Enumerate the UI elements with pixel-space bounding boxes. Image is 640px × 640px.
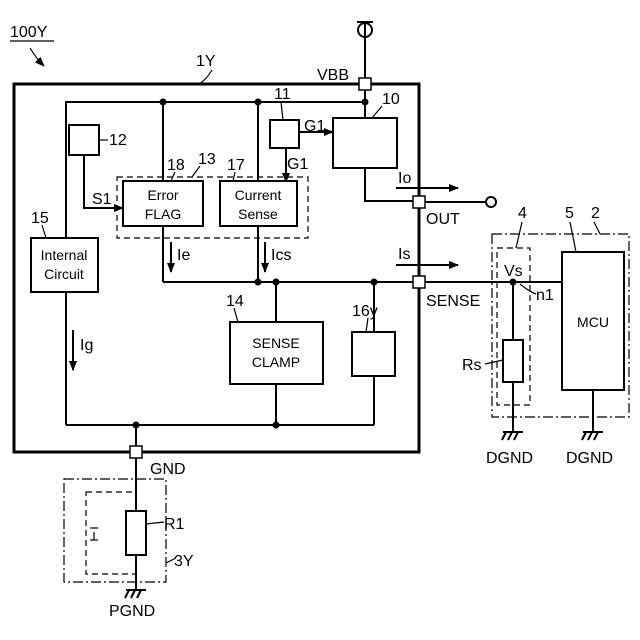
svg-text:14: 14 — [226, 293, 244, 310]
out-pin — [413, 196, 425, 208]
ig-current-arrow: Ig — [73, 330, 93, 370]
internal-circuit-line2: Circuit — [44, 266, 84, 282]
controller-ref: 12 — [100, 132, 127, 149]
dgnd-label-1: DGND — [486, 450, 533, 467]
controller-block — [69, 125, 99, 155]
dgnd-ground-symbol-2 — [582, 432, 603, 440]
node-n1-label: n1 — [520, 284, 554, 304]
svg-text:4: 4 — [518, 205, 527, 222]
svg-text:5: 5 — [565, 205, 574, 222]
r1-resistor — [126, 511, 146, 555]
svg-text:n1: n1 — [536, 287, 554, 304]
block-16y — [352, 332, 395, 376]
io-current-arrow: Io — [396, 170, 458, 188]
svg-text:R1: R1 — [164, 516, 185, 533]
gate-signal-label-1: G1 — [304, 118, 325, 135]
controller-signal-label: S1 — [92, 191, 112, 208]
svg-text:10: 10 — [382, 91, 400, 108]
current-sense-line1: Current — [235, 187, 282, 203]
svg-text:Ics: Ics — [271, 247, 291, 264]
mcu-ref: 5 — [565, 205, 576, 252]
out-pin-label: OUT — [426, 211, 460, 228]
ie-current-arrow: Ie — [171, 242, 190, 272]
svg-text:13: 13 — [198, 151, 216, 168]
ics-current-arrow: Ics — [265, 242, 291, 272]
svg-text:12: 12 — [109, 132, 127, 149]
sense-pin — [413, 276, 425, 288]
is-current-arrow: Is — [396, 246, 458, 265]
pgnd-ground-symbol — [125, 590, 146, 598]
r1-label: R1 — [146, 516, 185, 533]
error-flag-line1: Error — [147, 187, 178, 203]
figure-label-text: 100Y — [10, 24, 48, 41]
svg-text:Ig: Ig — [80, 337, 93, 354]
sense-pin-label: SENSE — [426, 293, 480, 310]
svg-text:18: 18 — [167, 157, 185, 174]
internal-circuit-line1: Internal — [41, 247, 88, 263]
svg-text:11: 11 — [274, 86, 291, 103]
supply-symbol — [357, 22, 373, 78]
error-flag-line2: FLAG — [145, 206, 182, 222]
svg-text:Ie: Ie — [177, 247, 190, 264]
ground-network-ref: 3Y — [166, 553, 194, 570]
vs-label: Vs — [504, 263, 523, 280]
gate-signal-label-2: G1 — [287, 156, 308, 173]
dgnd-label-2: DGND — [566, 450, 613, 467]
svg-text:Io: Io — [398, 170, 411, 187]
svg-text:2: 2 — [591, 205, 600, 222]
sense-network-ref: 4 — [516, 205, 527, 248]
sense-clamp-block — [230, 322, 323, 384]
svg-text:3Y: 3Y — [174, 553, 194, 570]
sense-clamp-line1: SENSE — [252, 335, 299, 351]
internal-circuit-ref: 15 — [31, 210, 49, 238]
mcu-label: MCU — [577, 314, 609, 330]
chip-ref-label: 1Y — [196, 53, 216, 84]
svg-text:17: 17 — [227, 157, 245, 174]
gnd-pin-label: GND — [150, 461, 186, 478]
power-transistor-ref: 10 — [372, 91, 400, 118]
svg-text:Is: Is — [398, 246, 410, 263]
svg-text:16y: 16y — [352, 303, 378, 320]
sense-clamp-ref: 14 — [226, 293, 244, 322]
vbb-pin-label: VBB — [317, 67, 349, 84]
figure-label: 100Y — [10, 24, 54, 66]
external-module-ref: 2 — [591, 205, 600, 234]
sense-clamp-line2: CLAMP — [252, 354, 300, 370]
svg-text:1Y: 1Y — [196, 53, 216, 70]
dgnd-ground-symbol-1 — [502, 432, 523, 440]
out-external-line — [425, 197, 496, 207]
power-transistor-block — [333, 118, 397, 168]
rs-resistor — [503, 340, 523, 382]
svg-text:15: 15 — [31, 210, 49, 227]
component-icon — [90, 528, 98, 540]
pgnd-label: PGND — [109, 603, 155, 620]
gate-driver-block — [270, 120, 299, 148]
gnd-pin — [130, 446, 142, 458]
sensing-group-ref: 13 — [192, 151, 216, 177]
vbb-pin — [359, 78, 371, 90]
ground-network — [64, 479, 166, 582]
current-sense-line2: Sense — [238, 206, 278, 222]
svg-text:Rs: Rs — [462, 357, 482, 374]
